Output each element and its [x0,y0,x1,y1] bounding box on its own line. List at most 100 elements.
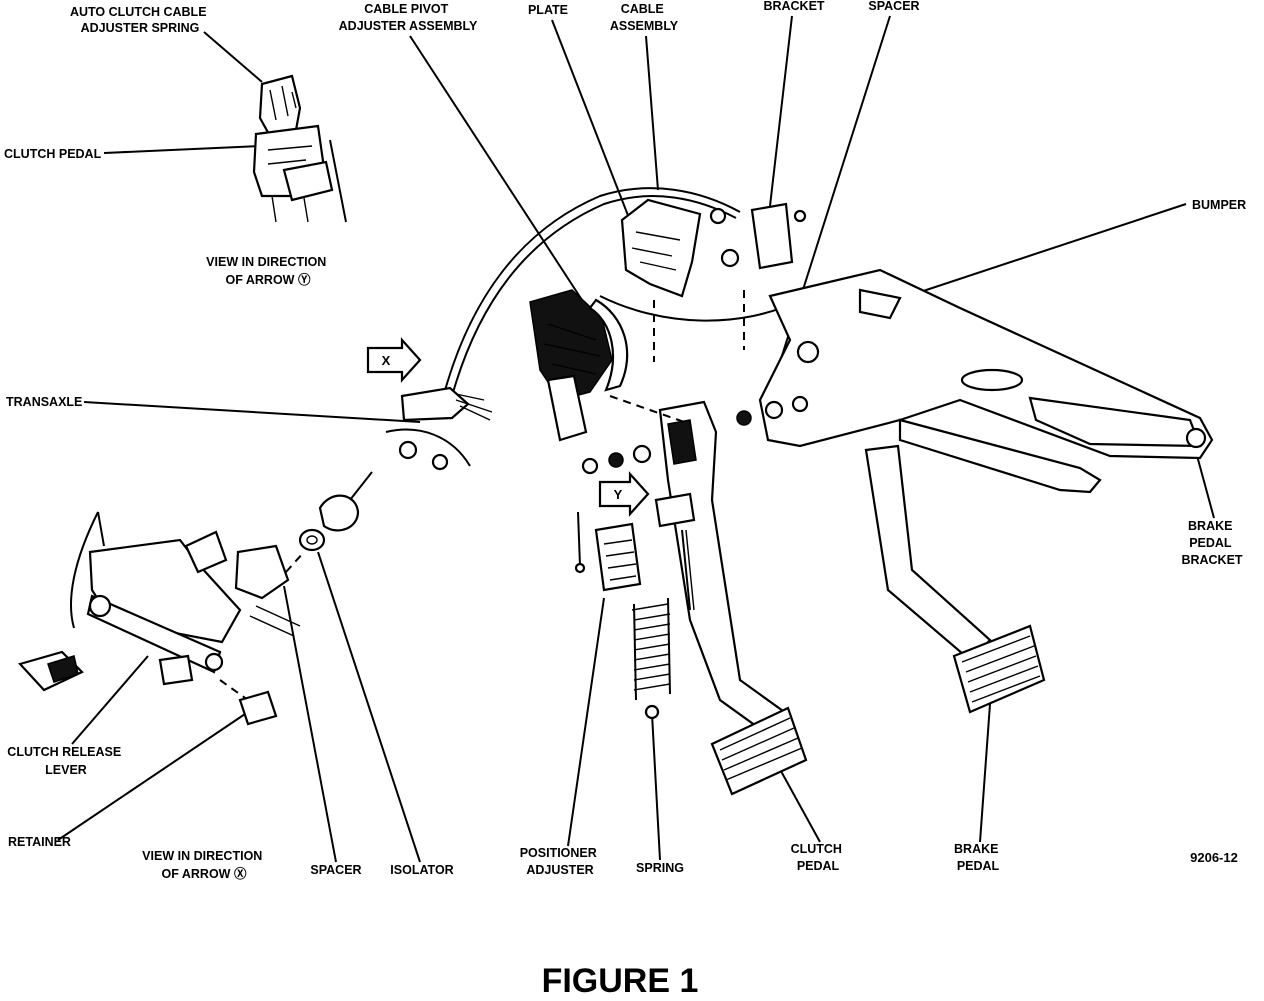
transaxle-cable-end [400,386,470,422]
leader-bumper [889,203,1187,303]
leader-clutch-pedal-inset [103,145,263,154]
label-line: PEDAL [797,859,840,873]
cable-clevis-pin [709,207,727,225]
label-plate: PLATE [528,3,568,17]
leader-brake-bracket [1195,451,1215,519]
isolator-stud [349,471,373,501]
housing-edges [249,605,301,637]
label-line: ASSEMBLY [610,19,679,33]
clutch-pad-ribs [719,717,803,781]
label-positioner-adjuster: POSITIONER ADJUSTER [520,846,601,877]
adjuster-teeth [543,323,601,375]
bracket-bolt [793,209,807,223]
label-clutch-pedal-inset: CLUTCH PEDAL [4,147,102,161]
support-nut [720,248,740,268]
label-line: SPACER [868,0,919,13]
label-clutch-pedal-main: CLUTCH PEDAL [791,842,846,873]
inset-pedal-tab [282,160,334,202]
label-line: OF ARROW Ⓨ [226,272,311,287]
bracket-lower-flange [898,418,1102,494]
spacer-alignment [285,551,305,573]
spring-coils [269,85,297,121]
leader-positioner [567,597,605,847]
clutch-pedal-stop [654,492,696,528]
positioner-rod-end [574,562,586,574]
label-cable-pivot-adjuster-assembly: CABLE PIVOT ADJUSTER ASSEMBLY [339,2,478,33]
spacer-bottom-hole [306,535,318,545]
hub-nut [608,452,624,468]
label-line: SPACER [310,863,361,877]
upper-pedal-support [599,198,807,362]
retainer [238,690,278,726]
labels: AUTO CLUTCH CABLE ADJUSTER SPRING CLUTCH… [4,0,1246,881]
bracket-slot [960,368,1024,392]
label-line: LEVER [45,763,87,777]
label-line: PEDAL [1189,536,1232,550]
adjuster-lower-arm [546,374,588,442]
leader-spacer-bottom [283,585,337,863]
bracket-arm [1028,396,1202,448]
adjuster-spring-housing [258,74,302,138]
brake-pedal-assembly [864,444,1046,714]
label-line: CLUTCH [791,842,842,856]
leader-isolator [317,551,421,863]
arrow-x-letter: X [382,353,391,368]
clutch-pedal-pad [710,706,808,796]
label-line: SPRING [636,861,684,875]
arrow-y-marker [598,471,650,517]
cable-sheath-inner [451,195,737,397]
label-transaxle: TRANSAXLE [6,395,82,409]
label-bracket: BRACKET [763,0,824,13]
label-cable-assembly: CABLE ASSEMBLY [610,2,679,33]
brake-pedal-pad [952,624,1046,714]
label-line: ADJUSTER [526,863,593,877]
dash-panel-curve [599,295,801,322]
figure-caption: FIGURE 1 [541,962,699,1000]
label-line: ADJUSTER SPRING [81,21,200,35]
label-line: AUTO CLUTCH CABLE [70,5,207,19]
leader-lines [57,15,1215,863]
clutch-cable [443,187,741,397]
clutch-pedal-assembly [581,395,808,796]
label-line: PEDAL [957,859,1000,873]
leader-transaxle [83,401,421,423]
brake-pedal-bracket [736,268,1214,494]
transaxle-bolt-left [398,440,418,460]
plate-detail [631,231,681,271]
release-arc-tip [97,511,105,547]
leader-release-lever [71,655,149,745]
hub-alignment [609,395,691,425]
bracket-mount-hole [796,340,820,364]
inset-bracket-ribs [267,145,313,165]
label-line: BRACKET [763,0,824,13]
transaxle-end [385,386,493,471]
positioner-and-spring [574,511,671,720]
leader-cable-assembly [645,35,659,191]
positioner-adjuster [594,522,642,592]
label-spring: SPRING [636,861,684,875]
pivot-bushing [764,400,784,420]
leader-adjuster-spring [203,31,263,83]
hub-washer-1 [581,457,599,475]
leader-cable-pivot [409,35,583,301]
return-spring-coils [631,603,671,691]
label-line: ISOLATOR [390,863,453,877]
reference-number: 9206-12 [1190,850,1238,865]
label-line: TRANSAXLE [6,395,82,409]
cable-pivot-adjuster-assembly [529,289,629,442]
label-line: CLUTCH PEDAL [4,147,102,161]
label-line: ADJUSTER ASSEMBLY [339,19,478,33]
label-view-direction-y: VIEW IN DIRECTION OF ARROW Ⓨ [206,255,330,287]
label-view-direction-x: VIEW IN DIRECTION OF ARROW Ⓧ [142,849,266,881]
label-spacer-top: SPACER [868,0,919,13]
label-line: CABLE PIVOT [364,2,448,16]
spacer-bottom-part [298,528,326,552]
label-spacer-bottom: SPACER [310,863,361,877]
release-lever-pivot [88,594,112,618]
leader-retainer [57,711,249,841]
release-lever-view [17,511,301,726]
label-line: PLATE [528,3,568,17]
leader-brake-pedal [979,703,991,843]
cable-sheath-outer [443,187,741,395]
bracket-pivot [1185,427,1207,449]
